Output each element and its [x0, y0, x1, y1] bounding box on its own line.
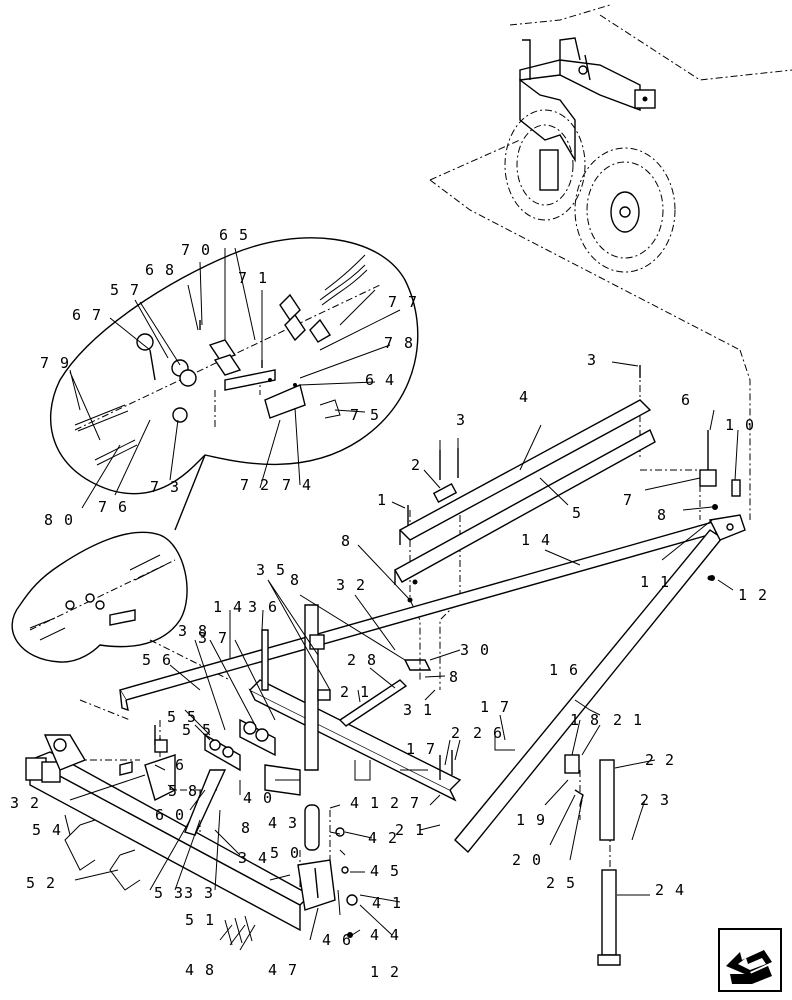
label-67: 6 7 [72, 306, 102, 324]
label-44: 4 4 [370, 926, 400, 944]
label-50: 5 0 [270, 844, 300, 862]
label-68: 6 8 [145, 261, 175, 279]
label-7: 7 [623, 491, 633, 509]
label-60: 6 0 [155, 806, 185, 824]
label-37: 3 7 [198, 629, 228, 647]
label-2: 2 [411, 456, 421, 474]
label-10: 1 0 [725, 416, 755, 434]
label-1: 1 [377, 491, 387, 509]
label-72: 7 2 [240, 476, 270, 494]
tractor-wheel-assembly [429, 4, 792, 351]
label-43: 4 3 [268, 814, 298, 832]
label-19: 1 9 [516, 811, 546, 829]
label-33: 3 3 [184, 884, 214, 902]
label-3a: 3 [587, 351, 597, 369]
label-51: 5 1 [185, 911, 215, 929]
label-12a: 1 2 [738, 586, 768, 604]
label-41a: 4 1 [350, 794, 380, 812]
label-11: 1 1 [640, 573, 670, 591]
label-23: 2 3 [640, 791, 670, 809]
label-32b: 3 2 [10, 794, 40, 812]
label-42: 4 2 [368, 829, 398, 847]
label-5: 5 [572, 504, 582, 522]
label-45: 4 5 [370, 862, 400, 880]
label-30: 3 0 [460, 641, 490, 659]
label-54: 5 4 [32, 821, 62, 839]
hydraulic-kit-inset [49, 237, 419, 531]
label-12b: 1 2 [370, 963, 400, 981]
label-46: 4 6 [322, 931, 352, 949]
label-74: 7 4 [282, 476, 312, 494]
label-22: 2 2 [645, 751, 675, 769]
label-47: 4 7 [268, 961, 298, 979]
label-8d: 8 [449, 668, 459, 686]
label-64: 6 4 [365, 371, 395, 389]
label-31: 3 1 [403, 701, 433, 719]
label-2b: 2 [451, 724, 461, 742]
label-14a: 1 4 [521, 531, 551, 549]
label-8a: 8 [657, 506, 667, 524]
label-8c: 8 [290, 571, 300, 589]
label-65: 6 5 [219, 226, 249, 244]
label-58: 5 8 [168, 782, 198, 800]
label-35: 3 5 [256, 561, 286, 579]
label-17b: 1 7 [480, 698, 510, 716]
label-76: 7 6 [98, 498, 128, 516]
label-14b: 1 4 [213, 598, 243, 616]
label-3b: 3 [456, 411, 466, 429]
label-71: 7 1 [238, 269, 268, 287]
center-brace [64, 575, 713, 966]
label-32a: 3 2 [336, 576, 366, 594]
label-25: 2 5 [546, 874, 576, 892]
label-48: 4 8 [185, 961, 215, 979]
label-24: 2 4 [655, 881, 685, 899]
label-57: 5 7 [110, 281, 140, 299]
label-4: 4 [519, 388, 529, 406]
hydraulic-kit-small-inset [11, 531, 188, 663]
label-55a: 5 5 [167, 708, 197, 726]
main-frame-bars [118, 365, 746, 854]
label-8e: 8 [241, 819, 251, 837]
label-8b: 8 [341, 532, 351, 550]
label-38: 3 8 [178, 622, 208, 640]
label-40: 4 0 [243, 789, 273, 807]
label-6b: 6 [175, 756, 185, 774]
label-70: 7 0 [181, 241, 211, 259]
label-41b: 4 1 [372, 894, 402, 912]
label-21a: 2 1 [340, 683, 370, 701]
label-21c: 2 1 [395, 821, 425, 839]
label-79: 7 9 [40, 354, 70, 372]
label-34: 3 4 [238, 849, 268, 867]
label-27: 2 7 [390, 794, 420, 812]
label-18: 1 8 [570, 711, 600, 729]
label-6: 6 [681, 391, 691, 409]
label-20: 2 0 [512, 851, 542, 869]
label-78: 7 8 [384, 334, 414, 352]
label-21b: 2 1 [613, 711, 643, 729]
label-16: 1 6 [549, 661, 579, 679]
label-36: 3 6 [248, 598, 278, 616]
next-page-arrow-icon[interactable] [718, 928, 782, 992]
label-55b: 5 5 [182, 721, 212, 739]
label-28: 2 8 [347, 651, 377, 669]
part-number-labels: 3 3 4 2 1 5 6 1 0 7 8 1 1 1 2 8 1 4 1 4 … [10, 226, 768, 981]
label-77: 7 7 [388, 293, 418, 311]
label-26: 2 6 [473, 724, 503, 742]
label-53: 5 3 [154, 884, 184, 902]
label-56: 5 6 [142, 651, 172, 669]
label-17a: 1 7 [406, 740, 436, 758]
arrow-icon-graphic [726, 950, 772, 984]
leader-lines [64, 247, 739, 951]
label-73: 7 3 [150, 478, 180, 496]
label-52: 5 2 [26, 874, 56, 892]
label-75: 7 5 [350, 406, 380, 424]
label-80: 8 0 [44, 511, 74, 529]
